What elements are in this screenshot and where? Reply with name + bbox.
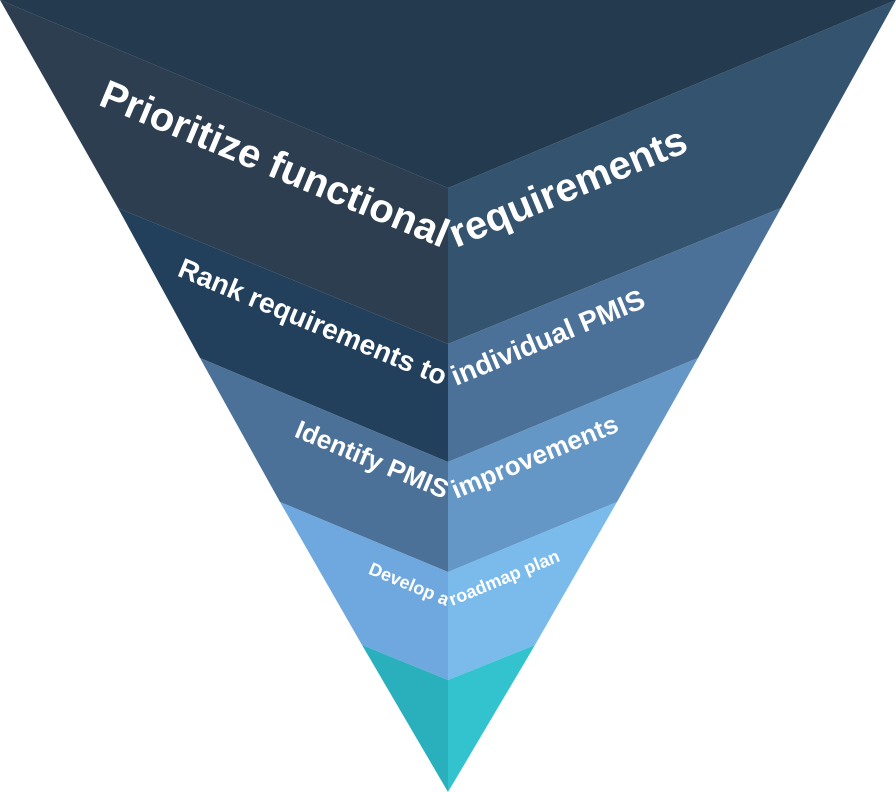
funnel-level-3-left-face bbox=[200, 358, 448, 572]
funnel-level-2-right-face bbox=[448, 208, 781, 462]
funnel-level-1-left-face bbox=[0, 0, 448, 344]
funnel-level-5-right-face bbox=[448, 645, 535, 792]
funnel-level-5-left-face bbox=[362, 645, 448, 792]
funnel-level-4-left-face bbox=[280, 502, 448, 680]
funnel-top-face bbox=[0, 0, 896, 188]
funnel-level-1-right-face bbox=[448, 0, 896, 344]
funnel-level-3-right-face bbox=[448, 358, 698, 572]
funnel-level-2-left-face bbox=[118, 208, 448, 462]
funnel-level-4-right-face bbox=[448, 502, 617, 680]
